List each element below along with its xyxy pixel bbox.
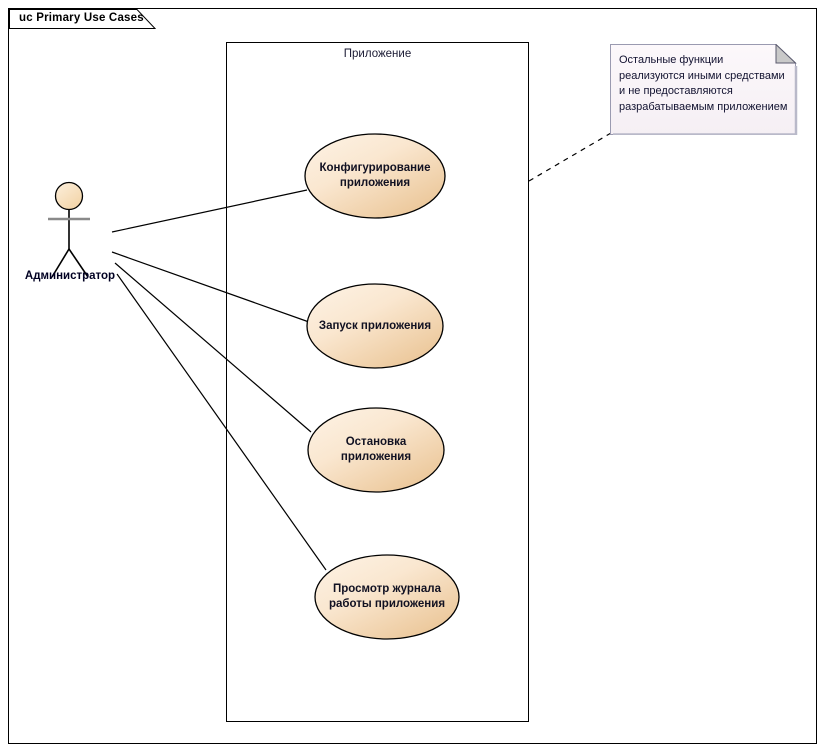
actor-label: Администратор: [24, 270, 116, 282]
note-shape: Остальные функции реализуются иными сред…: [610, 44, 799, 135]
diagram-title-label: uc Primary Use Cases: [19, 12, 144, 24]
system-boundary: [226, 42, 529, 722]
note-outline: [610, 44, 798, 135]
title-tab-shape: [9, 9, 157, 29]
note-text: Остальные функции реализуются иными сред…: [619, 54, 788, 113]
diagram-title-tab: uc Primary Use Cases: [9, 9, 157, 29]
system-boundary-label: Приложение: [343, 48, 412, 60]
